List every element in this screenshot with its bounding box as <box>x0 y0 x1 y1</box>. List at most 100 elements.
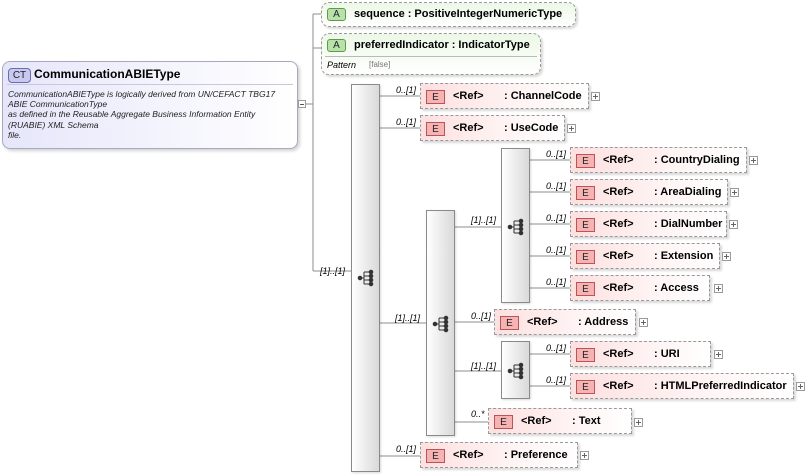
complex-type-box[interactable]: CT CommunicationABIEType CommunicationAB… <box>2 61 298 149</box>
element-cardinality: 0..[1] <box>546 149 567 159</box>
element-address[interactable]: E <Ref> : Address <box>494 309 636 335</box>
outer-sequence-compositor[interactable] <box>351 84 380 472</box>
element-ref: <Ref> <box>603 380 634 392</box>
element-cardinality: 0..[1] <box>396 85 417 95</box>
attribute-preferred-indicator[interactable]: A preferredIndicator:IndicatorType Patte… <box>321 33 541 75</box>
element-uri[interactable]: E <Ref> : URI <box>570 341 711 367</box>
element-badge: E <box>500 316 519 330</box>
attribute-separator: : <box>451 39 456 51</box>
element-extension[interactable]: E <Ref> : Extension <box>570 243 720 269</box>
element-name: : Text <box>572 415 601 427</box>
expand-icon[interactable] <box>639 318 648 327</box>
attribute-separator: : <box>407 8 412 20</box>
element-area-dialing[interactable]: E <Ref> : AreaDialing <box>570 179 728 205</box>
documentation-line: CommunicationABIEType is logically deriv… <box>8 89 276 99</box>
cardinality-dialing-sequence: [1]..[1] <box>471 215 497 225</box>
element-badge: E <box>426 122 445 136</box>
element-ref: <Ref> <box>603 186 634 198</box>
expand-icon[interactable] <box>796 382 805 391</box>
element-name: : AreaDialing <box>654 186 722 198</box>
element-cardinality: 0..[1] <box>471 311 492 321</box>
web-sequence-compositor[interactable] <box>501 341 530 399</box>
sequence-icon <box>357 269 374 287</box>
attribute-type: IndicatorType <box>458 39 530 51</box>
expand-icon[interactable] <box>714 284 723 293</box>
cardinality-outer-sequence: [1]..[1] <box>320 266 346 276</box>
expand-icon[interactable] <box>634 418 643 427</box>
element-ref: <Ref> <box>603 218 634 230</box>
complex-type-badge: CT <box>8 68 31 83</box>
expand-icon[interactable] <box>749 156 758 165</box>
element-ref: <Ref> <box>521 415 552 427</box>
element-ref: <Ref> <box>603 348 634 360</box>
complex-type-name: CommunicationABIEType <box>34 67 181 81</box>
element-cardinality: 0..* <box>471 409 485 419</box>
cardinality-web-sequence: [1]..[1] <box>471 361 497 371</box>
element-name: : Preference <box>504 449 568 461</box>
element-cardinality: 0..[1] <box>396 117 417 127</box>
element-name: : UseCode <box>504 122 559 134</box>
documentation-line: file. <box>8 129 22 140</box>
element-badge: E <box>576 250 595 264</box>
element-preference[interactable]: E <Ref> : Preference <box>420 442 578 468</box>
expand-icon[interactable] <box>567 124 576 133</box>
attribute-name: preferredIndicator <box>354 39 449 51</box>
element-badge: E <box>494 415 513 429</box>
element-cardinality: 0..[1] <box>546 277 567 287</box>
expand-icon[interactable] <box>722 252 731 261</box>
element-cardinality: 0..[1] <box>546 245 567 255</box>
element-badge: E <box>576 282 595 296</box>
element-name: : Extension <box>654 250 714 262</box>
complex-type-documentation: CommunicationABIEType is logically deriv… <box>8 89 296 140</box>
expand-icon[interactable] <box>580 451 589 460</box>
element-text[interactable]: E <Ref> : Text <box>488 408 632 434</box>
element-name: : CountryDialing <box>654 154 740 166</box>
documentation-line: as defined in the Reusable Aggregate Bus… <box>8 109 256 120</box>
element-dial-number[interactable]: E <Ref> : DialNumber <box>570 211 727 237</box>
element-name: : URI <box>654 348 680 360</box>
cardinality-choice-group: [1]..[1] <box>395 313 421 323</box>
element-name: : Access <box>654 282 699 294</box>
sequence-icon <box>507 218 524 236</box>
attribute-badge: A <box>327 39 346 52</box>
element-badge: E <box>426 90 445 104</box>
element-name: : Address <box>578 316 629 328</box>
attribute-name: sequence <box>354 8 405 20</box>
element-use-code[interactable]: E <Ref> : UseCode <box>420 115 565 141</box>
complex-type-divider <box>7 84 293 85</box>
element-ref: <Ref> <box>453 449 484 461</box>
sequence-icon <box>432 315 449 333</box>
element-country-dialing[interactable]: E <Ref> : CountryDialing <box>570 147 747 173</box>
pattern-value: [false] <box>369 60 391 69</box>
attribute-type: PositiveIntegerNumericType <box>414 8 563 20</box>
element-name: : HTMLPreferredIndicator <box>654 380 787 392</box>
element-ref: <Ref> <box>527 316 558 328</box>
expand-icon[interactable] <box>591 92 600 101</box>
attribute-divider <box>325 56 537 57</box>
element-ref: <Ref> <box>453 90 484 102</box>
pattern-label: Pattern <box>327 60 357 70</box>
element-access[interactable]: E <Ref> : Access <box>570 275 710 301</box>
element-badge: E <box>576 380 595 394</box>
element-badge: E <box>576 218 595 232</box>
documentation-line: ABIE CommunicationType <box>8 99 108 110</box>
choice-group-compositor[interactable] <box>426 210 455 436</box>
expand-icon[interactable] <box>730 188 739 197</box>
expand-icon[interactable] <box>714 350 723 359</box>
element-badge: E <box>576 154 595 168</box>
element-cardinality: 0..[1] <box>546 343 567 353</box>
element-cardinality: 0..[1] <box>546 181 567 191</box>
element-cardinality: 0..[1] <box>396 444 417 454</box>
collapse-toggle-icon[interactable] <box>298 100 306 108</box>
element-channel-code[interactable]: E <Ref> : ChannelCode <box>420 83 589 109</box>
expand-icon[interactable] <box>729 220 738 229</box>
element-badge: E <box>576 348 595 362</box>
element-cardinality: 0..[1] <box>546 213 567 223</box>
dialing-sequence-compositor[interactable] <box>501 148 530 303</box>
attribute-sequence[interactable]: A sequence:PositiveIntegerNumericType <box>321 2 576 27</box>
element-ref: <Ref> <box>603 250 634 262</box>
element-ref: <Ref> <box>453 122 484 134</box>
element-html-preferred-indicator[interactable]: E <Ref> : HTMLPreferredIndicator <box>570 373 794 399</box>
documentation-line: (RUABIE) XML Schema <box>8 119 99 130</box>
